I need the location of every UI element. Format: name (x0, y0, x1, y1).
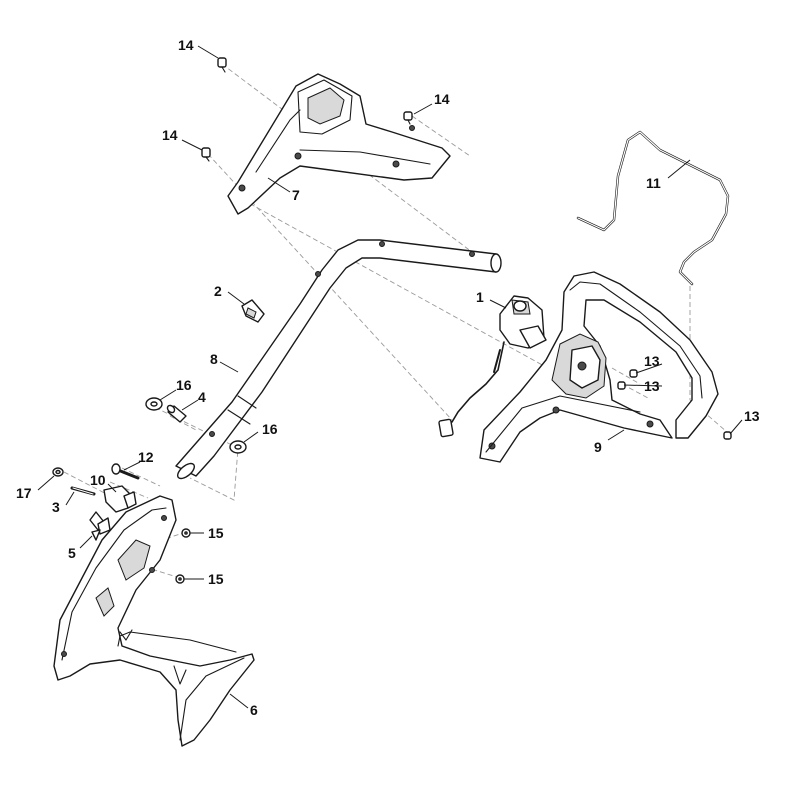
handle-frame-part (479, 271, 719, 463)
latch-part-10 (103, 485, 137, 513)
callout-3: 3 (52, 499, 60, 515)
spacer-part-4 (166, 404, 187, 423)
bail-wire-part (576, 130, 730, 286)
callout-labels: 14 14 14 7 11 2 1 8 16 4 16 13 13 13 9 1… (16, 37, 760, 718)
washer-16-lower (229, 440, 247, 454)
callout-16-lower: 16 (262, 421, 278, 437)
callout-13-b: 13 (644, 378, 660, 394)
callout-6: 6 (250, 702, 258, 718)
callout-16-upper: 16 (176, 377, 192, 393)
clip-part-2 (241, 299, 265, 323)
pin-part-3 (70, 486, 96, 496)
washer-16-upper (145, 397, 163, 411)
callout-10: 10 (90, 472, 106, 488)
callout-15-lower: 15 (208, 571, 224, 587)
callout-15-upper: 15 (208, 525, 224, 541)
screw-14-middle (403, 111, 413, 125)
nut-15-upper (181, 528, 191, 538)
handle-cover-part (227, 73, 451, 215)
screw-13-c (723, 431, 732, 440)
callout-14-top: 14 (178, 37, 194, 53)
callout-11: 11 (646, 175, 661, 191)
callout-13-c: 13 (744, 408, 760, 424)
callout-14-middle: 14 (434, 91, 450, 107)
bolt-part-12 (111, 463, 140, 480)
nut-part-17 (52, 467, 64, 477)
handle-tube-part (175, 239, 502, 480)
callout-13-a: 13 (644, 353, 660, 369)
screw-13-b (617, 381, 626, 390)
screw-14-left (201, 147, 211, 162)
lower-housing-part (53, 495, 255, 747)
callout-17: 17 (16, 485, 32, 501)
callout-8: 8 (210, 351, 218, 367)
callout-14-left: 14 (162, 127, 178, 143)
screw-13-a (629, 369, 638, 378)
callout-4: 4 (198, 389, 206, 405)
callout-1: 1 (476, 289, 484, 305)
callout-2: 2 (214, 283, 222, 299)
callout-leader-lines (37, 45, 743, 709)
nut-15-lower (175, 574, 185, 584)
switch-box-part (438, 295, 547, 438)
screw-14-top (217, 57, 227, 73)
callout-5: 5 (68, 545, 76, 561)
callout-12: 12 (138, 449, 154, 465)
callout-9: 9 (594, 439, 602, 455)
callout-7: 7 (292, 187, 300, 203)
wing-knob-part-5 (89, 511, 111, 541)
